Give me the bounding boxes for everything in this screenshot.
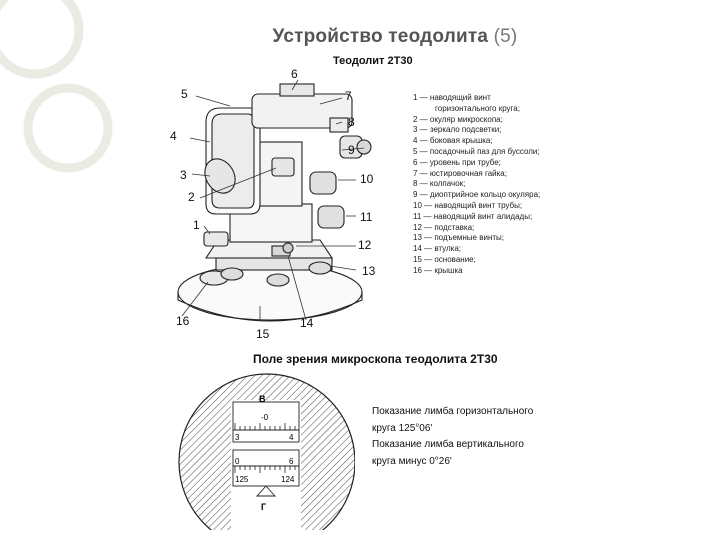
- circle-left-value: 125: [235, 475, 249, 484]
- callout-11: 11: [360, 210, 373, 224]
- legend-item: 16 — крышка: [413, 265, 463, 275]
- tube-level-6: [279, 83, 315, 97]
- leveling-screw-front: [266, 273, 290, 287]
- deco-ring-2: [23, 83, 113, 173]
- leader-1: [203, 225, 211, 235]
- legend-item: 14 — втулка;: [413, 244, 462, 254]
- screw-1: [203, 231, 229, 247]
- callout-8: 8: [348, 115, 355, 129]
- callout-5: 5: [181, 87, 188, 101]
- decorative-rings: [0, 0, 113, 173]
- leader-9: [341, 147, 365, 151]
- cap-8: [329, 117, 349, 133]
- legend-item: 4 — боковая крышка;: [413, 136, 493, 146]
- leader-5: [195, 95, 231, 107]
- legend-item: 10 — наводящий винт трубы;: [413, 200, 523, 210]
- eyepiece-9: [356, 139, 372, 155]
- scale-top-right: 4: [289, 433, 294, 442]
- leader-lines: [181, 79, 365, 321]
- base-disk-rim: [177, 292, 363, 322]
- leveling-screw-left: [220, 267, 244, 281]
- mirror-3: [204, 158, 236, 194]
- callout-14: 14: [300, 316, 314, 330]
- leader-2: [199, 167, 277, 199]
- scale-window: [231, 400, 301, 530]
- callout-9: 9: [348, 143, 355, 157]
- reading-line-4: круга минус 0°26': [372, 455, 452, 467]
- label-g: Г: [261, 502, 266, 512]
- callout-2: 2: [188, 190, 195, 204]
- callout-1: 1: [193, 218, 200, 232]
- microscope-field-view: В -0 3 4 0 6 125 124 Г: [178, 373, 355, 530]
- circle-right-value: 124: [281, 475, 295, 484]
- reading-line-3: Показание лимба вертикального: [372, 439, 524, 450]
- slide-title-text: Устройство теодолита: [272, 26, 489, 47]
- stand-screw-12: [282, 242, 294, 254]
- callout-10: 10: [360, 172, 374, 186]
- field-circle-outline: [178, 373, 355, 530]
- legend-item: 8 — колпачок;: [413, 179, 466, 189]
- label-v: В: [259, 394, 266, 404]
- legend-item: 9 — диоптрийное кольцо окуляра;: [413, 190, 541, 200]
- scale-bottom-right: 6: [289, 457, 294, 466]
- callout-3: 3: [180, 168, 187, 182]
- leader-13: [329, 265, 357, 271]
- field-of-view-subtitle: Поле зрения микроскопа теодолита 2Т30: [253, 352, 498, 366]
- reading-text: Показание лимба горизонтального круга 12…: [372, 404, 572, 470]
- leader-6: [291, 79, 299, 91]
- legend-item: горизонтального круга;: [435, 103, 520, 113]
- callout-6: 6: [291, 67, 298, 81]
- legend-item: 7 — юстировочная гайка;: [413, 168, 507, 178]
- index-triangle: [255, 485, 277, 497]
- slide-title-number: (5): [493, 26, 518, 47]
- legend-item: 1 — наводящий винт: [413, 93, 491, 102]
- screw-11: [317, 205, 345, 229]
- leader-4: [189, 137, 211, 143]
- scale-top-left: 3: [235, 433, 240, 442]
- reading-line-2: круга 125°06': [372, 422, 433, 434]
- vertical-scale-box: [232, 401, 300, 443]
- legend-item: 13 — подъемные винты;: [413, 233, 505, 243]
- scale-top-number: -0: [261, 413, 269, 422]
- callout-4: 4: [170, 129, 177, 143]
- legend-item: 2 — окуляр микроскопа;: [413, 114, 503, 124]
- scale-bottom-left: 0: [235, 457, 240, 466]
- deco-ring-1: [0, 0, 84, 79]
- leader-8: [335, 121, 343, 125]
- callout-15: 15: [256, 327, 270, 341]
- callout-12: 12: [358, 238, 372, 252]
- tribrach-plate: [215, 257, 333, 271]
- leader-7: [319, 97, 343, 105]
- scale-ticks: [234, 423, 296, 473]
- screw-10: [309, 171, 337, 195]
- legend-item: 5 — посадочный паз для буссоли;: [413, 146, 540, 156]
- slide-title: Устройство теодолита (5): [230, 26, 560, 48]
- leveling-screw-right: [308, 261, 332, 275]
- theodolite-drawing: [177, 79, 372, 322]
- leader-14: [287, 255, 307, 321]
- microscope-eyepiece-2: [271, 157, 295, 177]
- instrument-subtitle: Теодолит 2Т30: [333, 55, 413, 67]
- leader-16: [181, 281, 209, 317]
- callout-7: 7: [345, 89, 352, 103]
- legend-item: 15 — основание;: [413, 254, 476, 264]
- legend-item: 6 — уровень при трубе;: [413, 157, 501, 167]
- reading-line-1: Показание лимба горизонтального: [372, 406, 534, 417]
- callout-16: 16: [176, 314, 190, 328]
- leader-3: [191, 173, 211, 177]
- legend-item: 3 — зеркало подсветки;: [413, 125, 502, 135]
- legend-item: 11 — наводящий винт алидады;: [413, 211, 533, 221]
- legend-item: 12 — подставка;: [413, 222, 475, 232]
- callout-13: 13: [362, 264, 376, 278]
